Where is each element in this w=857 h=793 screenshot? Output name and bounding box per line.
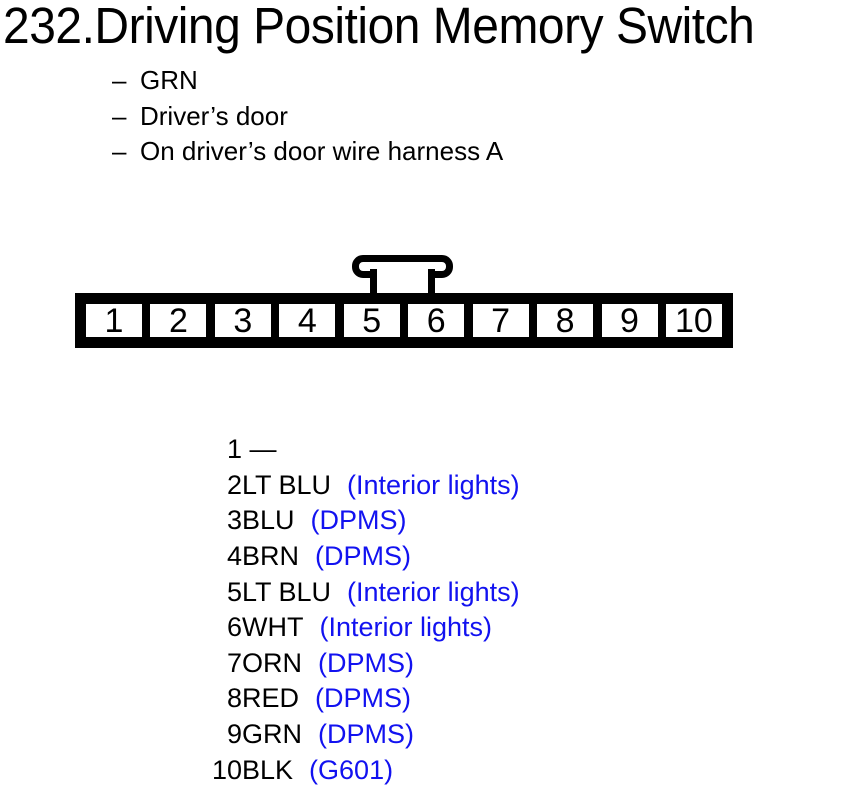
dash-bullet: – [112, 65, 127, 96]
wire-color-code: — [242, 434, 277, 465]
pin-number: 6 [226, 612, 242, 643]
pin-cell-10: 10 [661, 300, 726, 341]
pin-row: 3 BLU (DPMS) [203, 503, 520, 539]
note-label: On driver’s door wire harness A [140, 136, 504, 167]
pin-cell-4: 4 [275, 300, 340, 341]
pin-row: 8 RED (DPMS) [203, 681, 520, 717]
signal-note: (Interior lights) [347, 469, 520, 500]
pin-row: 4 BRN (DPMS) [203, 539, 520, 575]
wire-color-code: LT BLU [242, 576, 332, 607]
wire-color-code: BLK [242, 754, 294, 785]
signal-note: (DPMS) [310, 505, 407, 536]
dash-bullet: – [112, 100, 127, 131]
pin-cell-5: 5 [339, 300, 404, 341]
pin-row: 10 BLK (G601) [203, 752, 520, 788]
pin-number: 7 [226, 647, 242, 678]
pin-row: 7 ORN (DPMS) [203, 646, 520, 682]
pin-number: 1 [226, 434, 242, 465]
pin-number: 4 [226, 541, 242, 572]
signal-note: (G601) [309, 754, 394, 785]
pin-row: 9 GRN (DPMS) [203, 717, 520, 753]
pin-number: 5 [226, 576, 242, 607]
pin-number: 2 [226, 469, 242, 500]
connector-notes: – GRN – Driver’s door – On driver’s door… [112, 63, 503, 170]
note-item: – GRN [112, 63, 503, 99]
note-label: GRN [140, 65, 198, 96]
pin-cell-9: 9 [597, 300, 662, 341]
wire-color-code: ORN [242, 647, 302, 678]
note-item: – On driver’s door wire harness A [112, 134, 503, 170]
signal-note: (DPMS) [318, 719, 414, 750]
note-item: – Driver’s door [112, 99, 503, 135]
pin-cell-2: 2 [146, 300, 211, 341]
pin-cell-6: 6 [404, 300, 469, 341]
pin-row: 5 LT BLU (Interior lights) [203, 574, 520, 610]
note-label: Driver’s door [140, 100, 288, 131]
pin-number: 10 [211, 754, 242, 785]
signal-note: (DPMS) [315, 541, 412, 572]
wire-color-code: RED [242, 683, 300, 714]
wire-color-code: BRN [242, 541, 300, 572]
pin-list: 1 — 2 LT BLU (Interior lights) 3 BLU (DP… [203, 432, 520, 788]
signal-note: (DPMS) [315, 683, 412, 714]
pin-row: 2 LT BLU (Interior lights) [203, 468, 520, 504]
signal-note: (Interior lights) [347, 576, 520, 607]
pin-row: 6 WHT (Interior lights) [203, 610, 520, 646]
pin-number: 3 [226, 505, 242, 536]
wire-color-code: GRN [242, 719, 302, 750]
connector-latch-stem [370, 269, 435, 297]
pin-number: 8 [226, 683, 242, 714]
connector-pin-row: 1 2 3 4 5 6 7 8 9 10 [75, 293, 733, 348]
pin-number: 9 [226, 719, 242, 750]
page-title: 232.Driving Position Memory Switch [3, 0, 755, 54]
pin-cell-8: 8 [533, 300, 598, 341]
pin-cell-1: 1 [82, 300, 146, 341]
wire-color-code: BLU [242, 505, 295, 536]
wire-color-code: WHT [242, 612, 304, 643]
signal-note: (Interior lights) [319, 612, 493, 643]
signal-note: (DPMS) [318, 647, 414, 678]
pin-row: 1 — [203, 432, 520, 468]
dash-bullet: – [112, 136, 127, 167]
pin-cell-3: 3 [210, 300, 275, 341]
pin-cell-7: 7 [468, 300, 533, 341]
wire-color-code: LT BLU [242, 469, 332, 500]
